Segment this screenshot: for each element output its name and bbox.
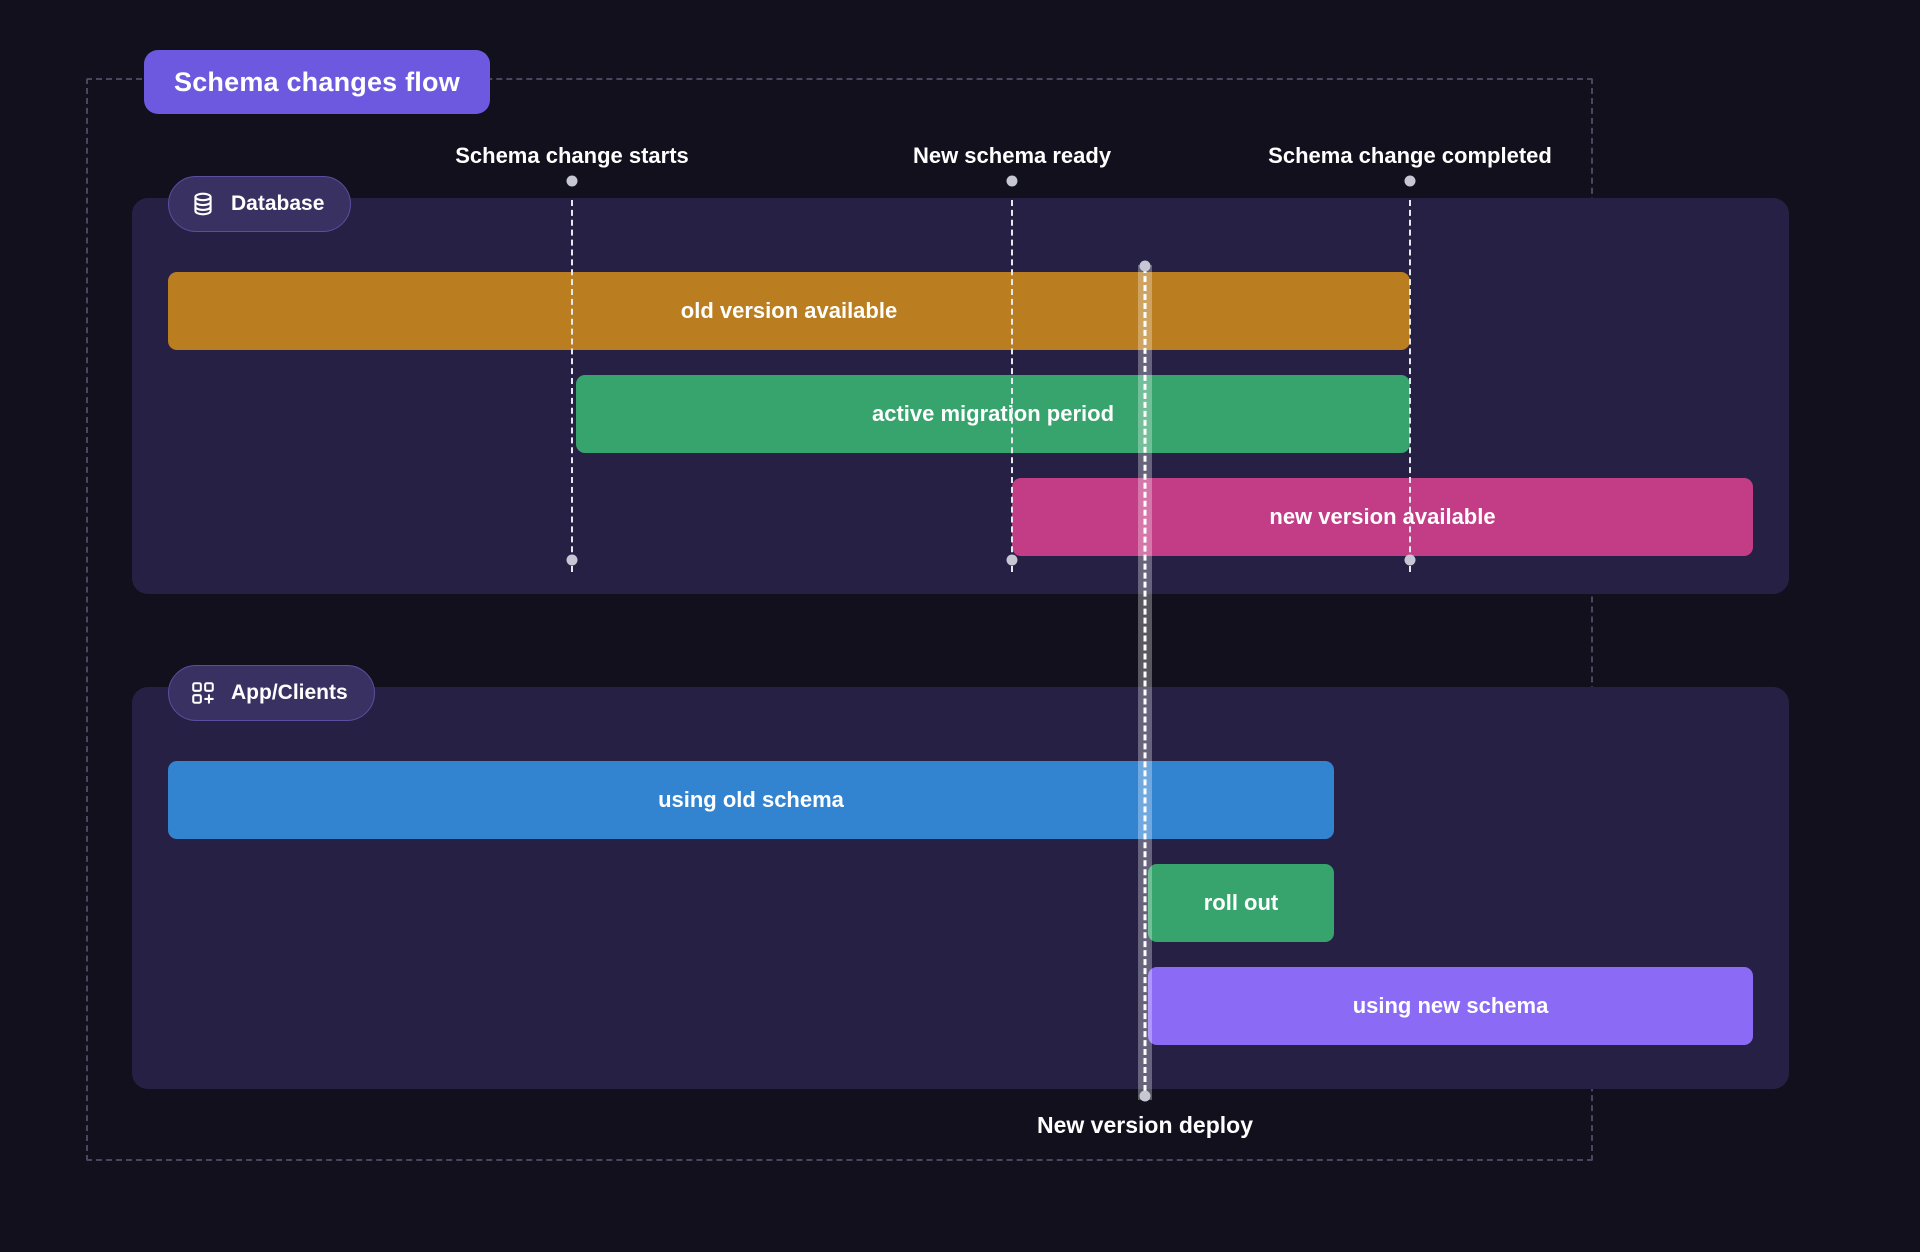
marker-dot-new-schema-ready-top [1006,175,1018,187]
page-title: Schema changes flow [174,66,460,97]
marker-label-schema-change-completed: Schema change completed [1268,143,1552,168]
bar-label-using-new-schema: using new schema [1352,993,1549,1018]
bar-new-version-available[interactable]: new version available [1012,478,1753,556]
marker-label-schema-change-starts: Schema change starts [455,143,689,168]
marker-dot-new-schema-ready-bottom [1006,554,1018,566]
bar-label-active-migration-period: active migration period [871,401,1115,426]
bar-label-using-old-schema: using old schema [658,787,844,812]
marker-dot-schema-change-starts-bottom [566,554,578,566]
marker-dot-schema-change-starts-top [566,175,578,187]
lane-badge-database[interactable]: Database [168,176,352,232]
deploy-marker-line [1143,267,1147,1100]
lane-badge-app-clients[interactable]: App/Clients [168,665,375,721]
marker-line-new-schema-ready [1011,200,1013,572]
bar-using-old-schema[interactable]: using old schema [168,761,1334,839]
bar-roll-out[interactable]: roll out [1148,864,1334,942]
bar-old-version-available[interactable]: old version available [168,272,1410,350]
bar-label-roll-out: roll out [1203,890,1279,915]
app-grid-plus-icon [189,679,217,707]
marker-dot-new-version-deploy-top [1139,260,1151,272]
marker-line-schema-change-completed [1409,200,1411,572]
marker-label-new-schema-ready: New schema ready [912,143,1112,168]
marker-line-schema-change-starts [571,200,573,572]
bar-active-migration-period[interactable]: active migration period [576,375,1410,453]
marker-label-new-version-deploy: New version deploy [1036,1112,1254,1138]
bar-label-new-version-available: new version available [1269,504,1496,529]
lane-badge-label-database: Database [231,192,325,215]
marker-dot-new-version-deploy-bottom [1139,1090,1151,1102]
bar-label-old-version-available: old version available [680,298,898,323]
lane-badge-label-app-clients: App/Clients [231,681,348,704]
diagram-title-pill: Schema changes flow [144,50,490,114]
marker-dot-schema-change-completed-top [1404,175,1416,187]
database-icon [189,190,217,218]
marker-dot-schema-change-completed-bottom [1404,554,1416,566]
diagram-frame [86,78,1593,1161]
bar-using-new-schema[interactable]: using new schema [1148,967,1753,1045]
